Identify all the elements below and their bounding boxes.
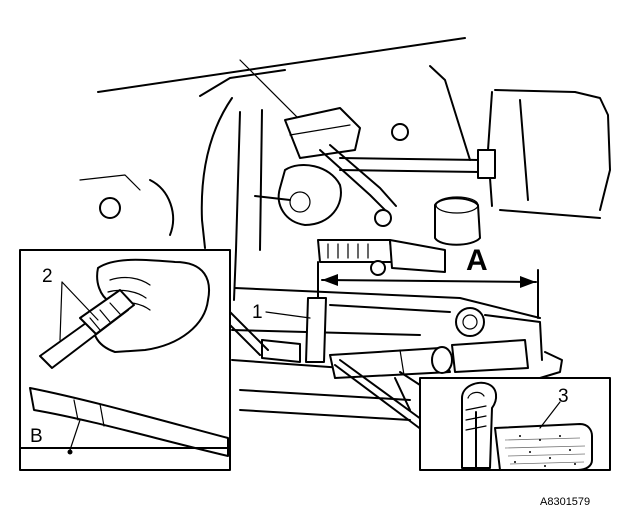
callout-label-1: 1 xyxy=(252,302,263,323)
callout-label-2: 2 xyxy=(42,266,53,287)
figure-code: A8301579 xyxy=(540,496,590,508)
callout-label-3: 3 xyxy=(558,386,569,407)
dimension-label-a: A xyxy=(466,244,488,277)
main-assembly-drawing xyxy=(79,37,611,431)
detail-inset-left xyxy=(19,249,231,471)
detail-inset-right xyxy=(419,377,611,471)
detail-label-b: B xyxy=(30,426,43,447)
